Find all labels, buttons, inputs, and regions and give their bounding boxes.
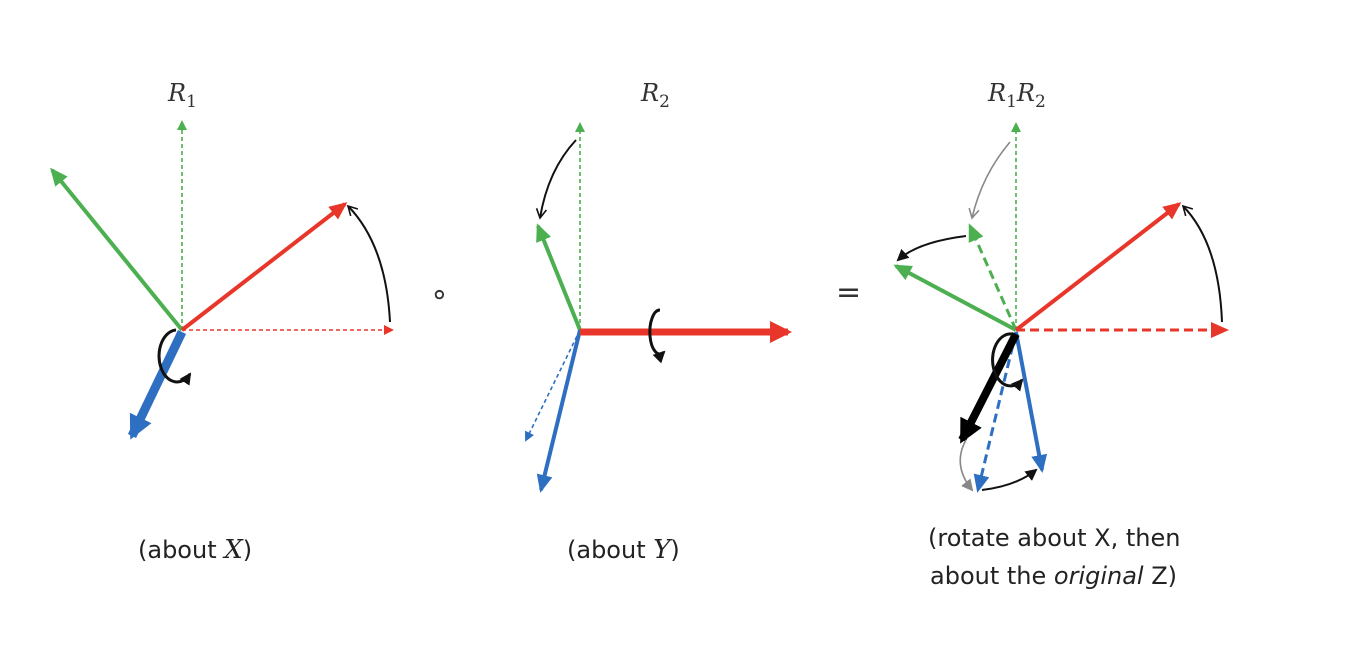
rotated-z-axis <box>536 329 582 493</box>
panel-r2: R2 (about Y) <box>525 79 792 565</box>
panel-r1-caption: (about X) <box>138 535 252 565</box>
panel-r1r2-caption-line2: about the original Z) <box>930 562 1177 590</box>
rotation-axis-z <box>958 332 1020 444</box>
panel-r1: R1 (about X) <box>50 79 394 565</box>
y-rotation-arc-gray <box>968 141 1011 220</box>
rotated-y-axis <box>536 223 582 331</box>
final-x-axis <box>1014 202 1182 332</box>
rotated-x-axis <box>180 202 348 332</box>
x-rotation-arc <box>1181 204 1223 323</box>
original-z-axis-dashed <box>973 331 1018 493</box>
rotation-circle-icon <box>648 308 666 364</box>
final-y-axis <box>893 264 1017 332</box>
panel-r1r2: R1R2 (rotate about X, then about the ori… <box>893 79 1229 590</box>
panel-r2-label: R2 <box>640 79 670 112</box>
rotation-circle-icon <box>157 328 192 386</box>
panel-r1r2-label: R1R2 <box>987 79 1046 112</box>
equals-operator: = <box>836 275 861 310</box>
rotated-y-axis <box>50 167 184 332</box>
final-z-axis <box>1014 331 1048 473</box>
rotation-angle-arc <box>346 204 391 323</box>
rotation-angle-arc <box>535 139 577 220</box>
z-rotation-arc <box>981 468 1038 491</box>
intermediate-y-axis-dashed <box>968 223 1018 331</box>
panel-r1r2-caption-line1: (rotate about X, then <box>928 524 1180 552</box>
rotation-circle-icon <box>991 332 1024 392</box>
compose-operator: ∘ <box>430 277 449 312</box>
z-rotation-arc-gray <box>959 439 974 492</box>
panel-r2-caption: (about Y) <box>567 535 680 565</box>
panel-r1-label: R1 <box>167 79 197 112</box>
original-z-axis-dashed <box>525 329 581 442</box>
y-rotation-arc <box>896 235 967 262</box>
z-axis <box>127 330 187 440</box>
